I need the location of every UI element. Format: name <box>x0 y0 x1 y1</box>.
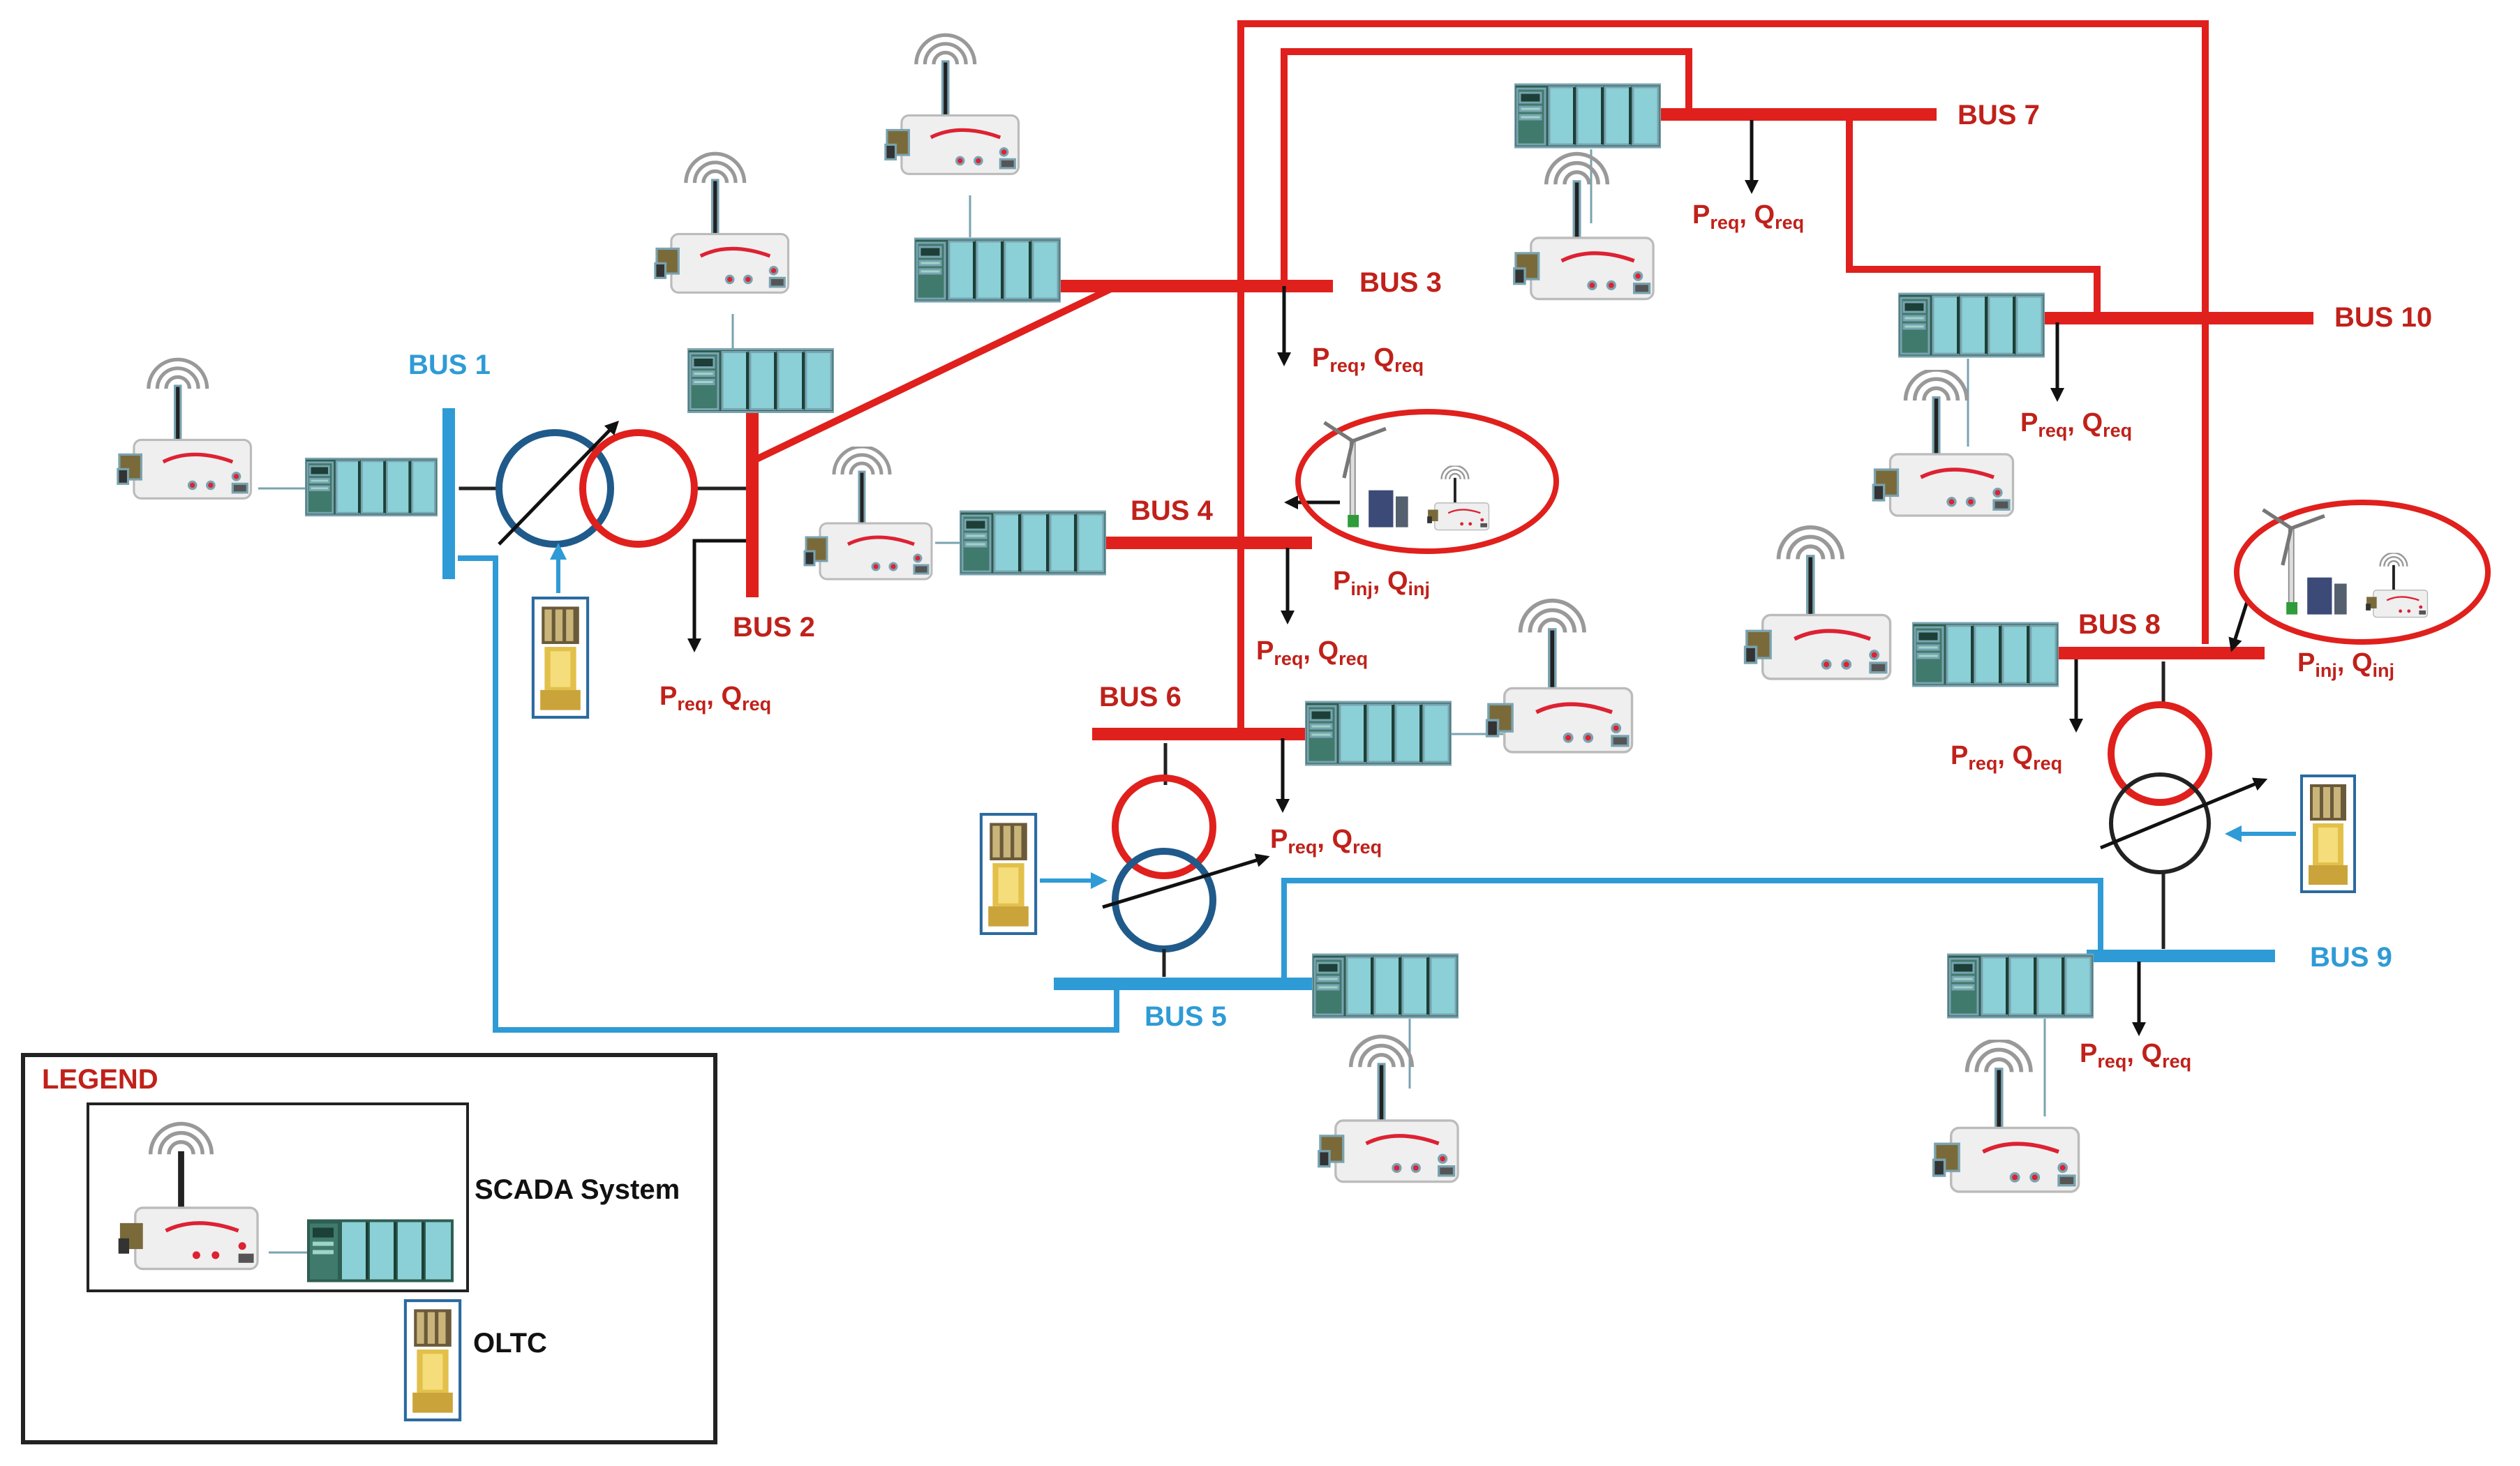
line-bus6-bus10-top <box>1237 20 2209 732</box>
router-icon <box>886 35 1019 174</box>
pq-label-bus2: Preq, Qreq <box>659 682 771 715</box>
plc-rack-icon <box>1898 294 2045 357</box>
pq-label-bus6: Preq, Qreq <box>1270 825 1382 858</box>
wind-farm-bus8 <box>2234 500 2491 645</box>
plc-rack-icon <box>687 350 834 412</box>
pq-label-bus9: Preq, Qreq <box>2080 1039 2191 1072</box>
bus-label-4: BUS 4 <box>1131 495 1214 526</box>
line-bus7-bus10 <box>1846 111 2101 322</box>
legend-oltc-label: OLTC <box>473 1328 547 1359</box>
bus-labels: BUS 1 BUS 2 BUS 3 BUS 4 BUS 5 BUS 6 BUS … <box>408 100 2432 1032</box>
oltc-icon <box>405 1301 460 1420</box>
bus-label-9: BUS 9 <box>2310 942 2392 973</box>
legend-scada-box <box>87 1102 469 1292</box>
router-icon <box>1514 154 1653 299</box>
bus-label-2: BUS 2 <box>733 612 815 643</box>
wind-turbine-icon <box>2263 510 2428 618</box>
line-bus2-bus3 <box>749 281 1121 465</box>
legend-title: LEGEND <box>42 1064 158 1095</box>
pq-labels: Preq, Qreq Preq, Qreq Pinj, Qinj Preq, Q… <box>659 200 2394 1072</box>
router-icon <box>1873 370 2013 516</box>
load-arrow-bus8-inj <box>2228 601 2249 652</box>
bus-label-5: BUS 5 <box>1145 1001 1227 1032</box>
pq-label-bus4: Preq, Qreq <box>1256 636 1368 669</box>
pq-label-bus8: Preq, Qreq <box>1951 741 2062 774</box>
plc-rack-icon <box>1947 955 2094 1017</box>
router-icon <box>1319 1036 1458 1181</box>
router-icon <box>655 154 789 292</box>
transmission-lines <box>458 20 2209 1033</box>
transformer-bus1-bus2 <box>495 420 698 593</box>
oltc-icon <box>533 598 588 717</box>
pq-label-bus10: Preq, Qreq <box>2020 408 2132 441</box>
load-arrows <box>1276 120 2249 1036</box>
plc-rack-icon <box>1514 84 1661 147</box>
bus-label-6: BUS 6 <box>1099 682 1181 712</box>
transformer-bus8-bus9 <box>2100 661 2296 949</box>
line-bus5-bus9 <box>1281 878 2103 987</box>
line-bus2-load <box>687 539 752 652</box>
plc-rack-icon <box>1312 955 1459 1017</box>
plc-rack-icon <box>1305 702 1452 765</box>
bus-bars <box>442 108 2313 990</box>
plc-rack-icon <box>960 511 1106 574</box>
bus-label-1: BUS 1 <box>408 350 491 380</box>
router-icon <box>1934 1040 2079 1192</box>
bus-label-10: BUS 10 <box>2334 302 2432 333</box>
router-icon <box>1487 601 1632 752</box>
legend-scada-label: SCADA System <box>475 1174 680 1205</box>
bus-label-8: BUS 8 <box>2078 609 2161 640</box>
plc-rack-icon <box>914 239 1061 301</box>
transformer-bus5-bus6 <box>1040 743 1270 977</box>
wind-turbine-icon <box>1325 423 1489 530</box>
line-bus1-bus5 <box>458 555 1119 1033</box>
wind-farm-bus4 <box>1295 409 1559 554</box>
pq-label-bus3: Preq, Qreq <box>1312 343 1424 376</box>
bus-label-7: BUS 7 <box>1958 100 2040 130</box>
plc-rack-icon <box>307 1220 454 1282</box>
plc-rack-icon <box>305 457 438 517</box>
oltc-icon <box>2302 776 2355 892</box>
legend: LEGEND SCADA System OLTC <box>21 1053 717 1444</box>
pq-label-bus7: Preq, Qreq <box>1692 200 1804 233</box>
router-icon <box>805 447 932 579</box>
line-bus3-bus7-top <box>1281 48 1692 281</box>
scada-devices <box>118 35 2094 1192</box>
pq-label-bus8-inj: Pinj, Qinj <box>2297 648 2394 681</box>
pq-label-bus4-inj: Pinj, Qinj <box>1333 567 1430 599</box>
router-icon <box>1745 528 1891 679</box>
plc-rack-icon <box>1912 623 2059 686</box>
bus-label-3: BUS 3 <box>1359 267 1442 298</box>
router-icon <box>118 359 251 498</box>
oltc-icon <box>981 814 1036 934</box>
